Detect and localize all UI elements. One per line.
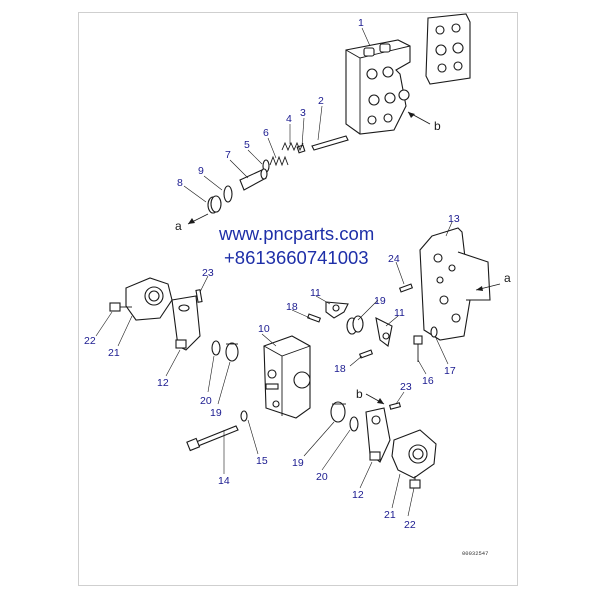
callout-3: 3	[300, 107, 306, 119]
callout-18-upper: 18	[286, 301, 298, 313]
callout-19-upper: 19	[374, 295, 386, 307]
part-11-arm-upper	[325, 301, 349, 319]
part-11-arm-right	[375, 317, 393, 347]
part-12-lever-left	[171, 295, 201, 351]
valve-body-background	[425, 13, 471, 85]
flow-letters: a a b b	[175, 119, 511, 401]
leader-lines	[95, 27, 453, 517]
part-24-dowel-pin	[398, 283, 414, 293]
flow-arrow-b-bottom	[365, 393, 385, 405]
callout-6: 6	[263, 127, 269, 139]
callout-20-lower: 20	[316, 471, 328, 483]
callout-12-left: 12	[157, 377, 169, 389]
part-2-spool	[311, 135, 349, 151]
part-18-pin-upper	[306, 313, 322, 323]
callout-18-lower: 18	[334, 363, 346, 375]
callout-9: 9	[198, 165, 204, 177]
part-21-pivot-plate-right	[391, 429, 437, 479]
part-20-o-ring-left	[211, 340, 221, 356]
part-22-screw-right	[409, 476, 421, 489]
part-19-bushing-lower	[330, 401, 346, 423]
part-8-cap	[207, 195, 222, 214]
part-23-pin-right	[388, 402, 402, 410]
callout-19-lower: 19	[292, 457, 304, 469]
part-6-spring	[269, 155, 289, 167]
flow-arrow-a-left	[187, 213, 209, 225]
part-18-pin-lower	[358, 349, 374, 359]
part-10-body-block	[263, 335, 311, 419]
callout-22-right: 22	[404, 519, 416, 531]
flow-letter-a-left: a	[175, 219, 182, 233]
part-13-plate	[419, 227, 491, 341]
watermark: www.pncparts.com +8613660741003	[218, 223, 374, 268]
callout-8: 8	[177, 177, 183, 189]
flow-letter-b-top: b	[434, 119, 441, 133]
part-12-lever-right	[365, 407, 391, 463]
callout-21-right: 21	[384, 509, 396, 521]
callout-23-right: 23	[400, 381, 412, 393]
callout-10: 10	[258, 323, 270, 335]
callout-19-left: 19	[210, 407, 222, 419]
watermark-phone: +8613660741003	[224, 247, 369, 268]
callout-13: 13	[448, 213, 460, 225]
part-9-o-ring	[223, 185, 233, 203]
callout-5: 5	[244, 139, 250, 151]
flow-arrow-b-top	[407, 111, 431, 125]
part-22-screw-left	[109, 302, 132, 312]
part-19-bushing-left	[225, 342, 239, 362]
callout-12-right: 12	[352, 489, 364, 501]
callout-22-left: 22	[84, 335, 96, 347]
callout-1: 1	[358, 17, 364, 29]
part-23-pin-left	[195, 289, 203, 303]
callout-labels: 1 2 3 4 5 6 7 8 9 10 11 11 12 12 13 14 1…	[84, 17, 460, 531]
callout-7: 7	[225, 149, 231, 161]
callout-24: 24	[388, 253, 400, 265]
callout-11-upper: 11	[310, 287, 321, 299]
part-7-plunger	[239, 168, 268, 191]
callout-15: 15	[256, 455, 268, 467]
part-21-pivot-plate-left	[125, 277, 173, 321]
callout-20-left: 20	[200, 395, 212, 407]
part-17-washer	[430, 326, 438, 338]
callout-17: 17	[444, 365, 456, 377]
callout-16: 16	[422, 375, 434, 387]
callout-2: 2	[318, 95, 324, 107]
callout-21-left: 21	[108, 347, 120, 359]
callout-23-left: 23	[202, 267, 214, 279]
part-1-valve-housing	[345, 39, 411, 135]
part-19-bushing-upper	[346, 315, 364, 335]
drawing-number: 00032547	[462, 550, 488, 557]
callout-14: 14	[218, 475, 230, 487]
part-14-bolt	[186, 425, 239, 452]
flow-arrow-a-right	[475, 283, 501, 291]
flow-letter-b-bottom: b	[356, 387, 363, 401]
watermark-website: www.pncparts.com	[218, 223, 374, 244]
callout-11-right: 11	[394, 307, 405, 319]
part-16-bolt	[413, 335, 423, 362]
part-15-washer	[240, 410, 248, 422]
part-20-o-ring-lower	[349, 416, 359, 432]
flow-letter-a-right: a	[504, 271, 511, 285]
callout-4: 4	[286, 113, 292, 125]
part-4-spring	[281, 141, 304, 152]
